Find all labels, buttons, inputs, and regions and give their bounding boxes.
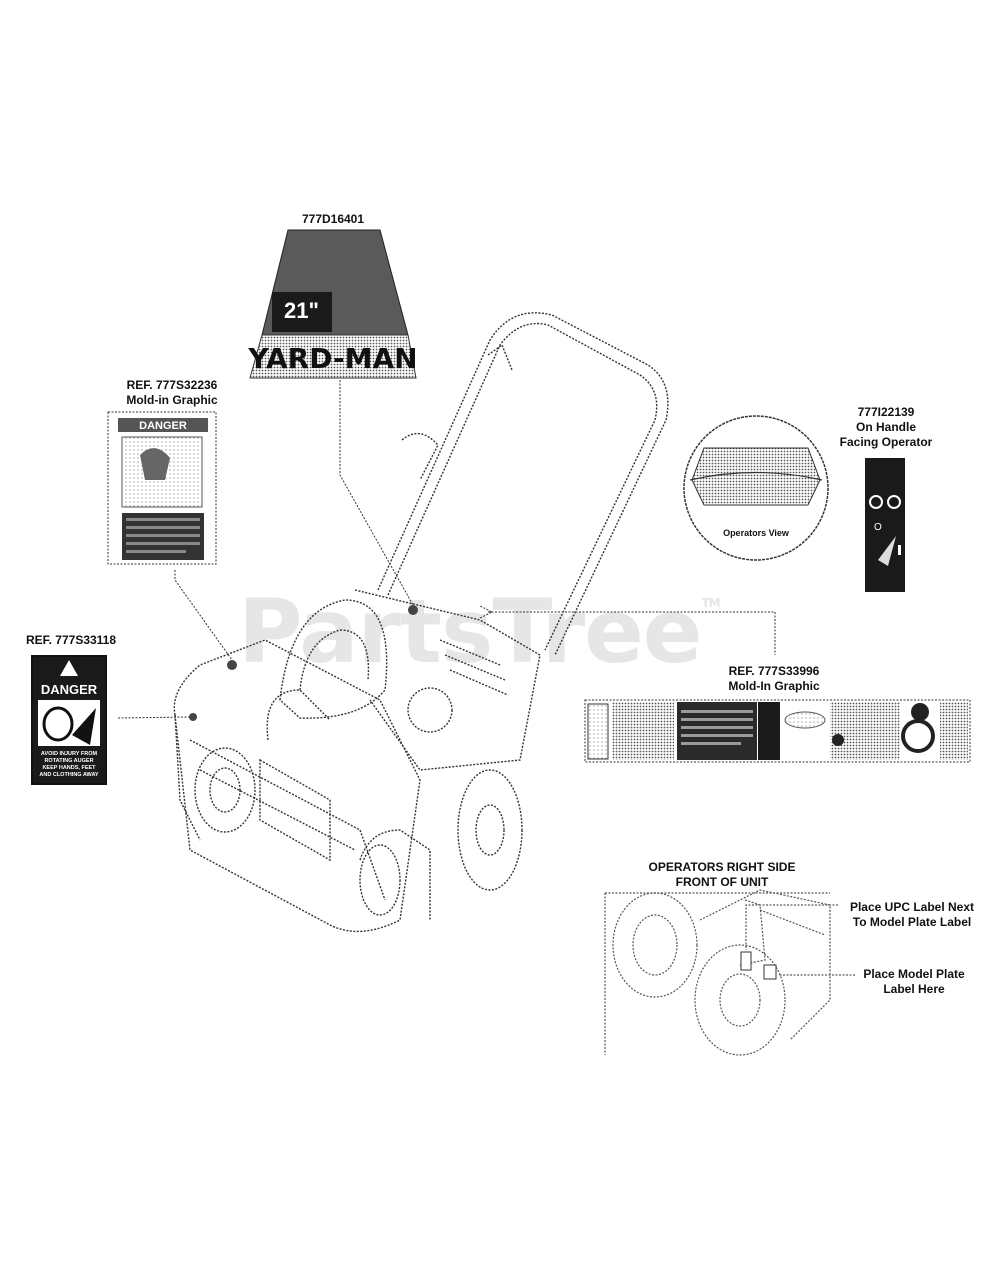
control-panel-label: REF. 777S33996 Mold-In Graphic	[718, 664, 830, 694]
upc-label-spot	[740, 951, 752, 971]
danger-left-ref: REF. 777S33118	[25, 633, 117, 647]
control-panel-desc: Mold-In Graphic	[728, 679, 820, 693]
danger-left-text-3: KEEP HANDS, FEET	[42, 765, 96, 771]
handle-decal-part-number: 777I22139	[857, 405, 915, 419]
snow-thrower-drawing	[173, 312, 669, 933]
handle-decal-line2: Facing Operator	[839, 435, 933, 449]
decal-size: 21"	[284, 298, 319, 323]
top-decal-graphic: 21" YARD-MAN	[247, 229, 418, 379]
right-side-inset	[604, 889, 831, 1056]
decal-location-dot	[227, 660, 237, 670]
control-panel-decal	[584, 699, 971, 763]
danger-left-text-1: AVOID INJURY FROM	[41, 751, 98, 757]
handle-decal-line1: On Handle	[855, 420, 916, 434]
inset-leaders	[745, 904, 855, 976]
upc-label-instruction: Place UPC Label Next To Model Plate Labe…	[840, 900, 984, 930]
decal-location-dot	[408, 605, 418, 615]
danger-mold-title: DANGER	[139, 420, 187, 432]
decal-location-dot	[189, 713, 197, 721]
upc-line1: Place UPC Label Next	[849, 900, 975, 914]
handle-control-decal: O	[865, 458, 905, 592]
danger-mold-label: REF. 777S32236 Mold-in Graphic	[110, 378, 234, 408]
svg-text:O: O	[874, 522, 882, 533]
danger-mold-desc: Mold-in Graphic	[126, 393, 218, 407]
watermark-text: PartsTree	[238, 580, 702, 683]
handle-decal-label: 777I22139 On Handle Facing Operator	[824, 405, 948, 450]
danger-left-title: DANGER	[41, 682, 98, 697]
control-panel-ref: REF. 777S33996	[728, 664, 820, 678]
model-plate-instruction: Place Model Plate Label Here	[852, 967, 976, 997]
model-line1: Place Model Plate	[863, 967, 965, 981]
inset-title: OPERATORS RIGHT SIDE FRONT OF UNIT	[630, 860, 814, 890]
operators-view-label: Operators View	[723, 528, 790, 538]
model-plate-spot	[763, 964, 777, 980]
leader-lines	[117, 380, 776, 719]
danger-auger-decal: DANGER AVOID INJURY FROM ROTATING AUGER …	[31, 655, 107, 785]
upc-line2: To Model Plate Label	[852, 915, 972, 929]
inset-title-line1: OPERATORS RIGHT SIDE	[648, 860, 796, 874]
operators-view-detail: Operators View	[683, 415, 829, 561]
top-decal-part-number: 777D16401	[301, 212, 365, 226]
model-line2: Label Here	[883, 982, 945, 996]
watermark-tm: TM	[701, 596, 720, 610]
danger-mold-ref: REF. 777S32236	[126, 378, 218, 392]
danger-left-text-4: AND CLOTHING AWAY	[39, 772, 99, 778]
danger-mold-in-decal: DANGER	[107, 411, 217, 565]
decal-brand: YARD-MAN	[247, 342, 417, 375]
inset-title-line2: FRONT OF UNIT	[675, 875, 769, 889]
partstree-watermark: PartsTreeTM	[238, 580, 721, 683]
danger-left-text-2: ROTATING AUGER	[44, 758, 93, 764]
